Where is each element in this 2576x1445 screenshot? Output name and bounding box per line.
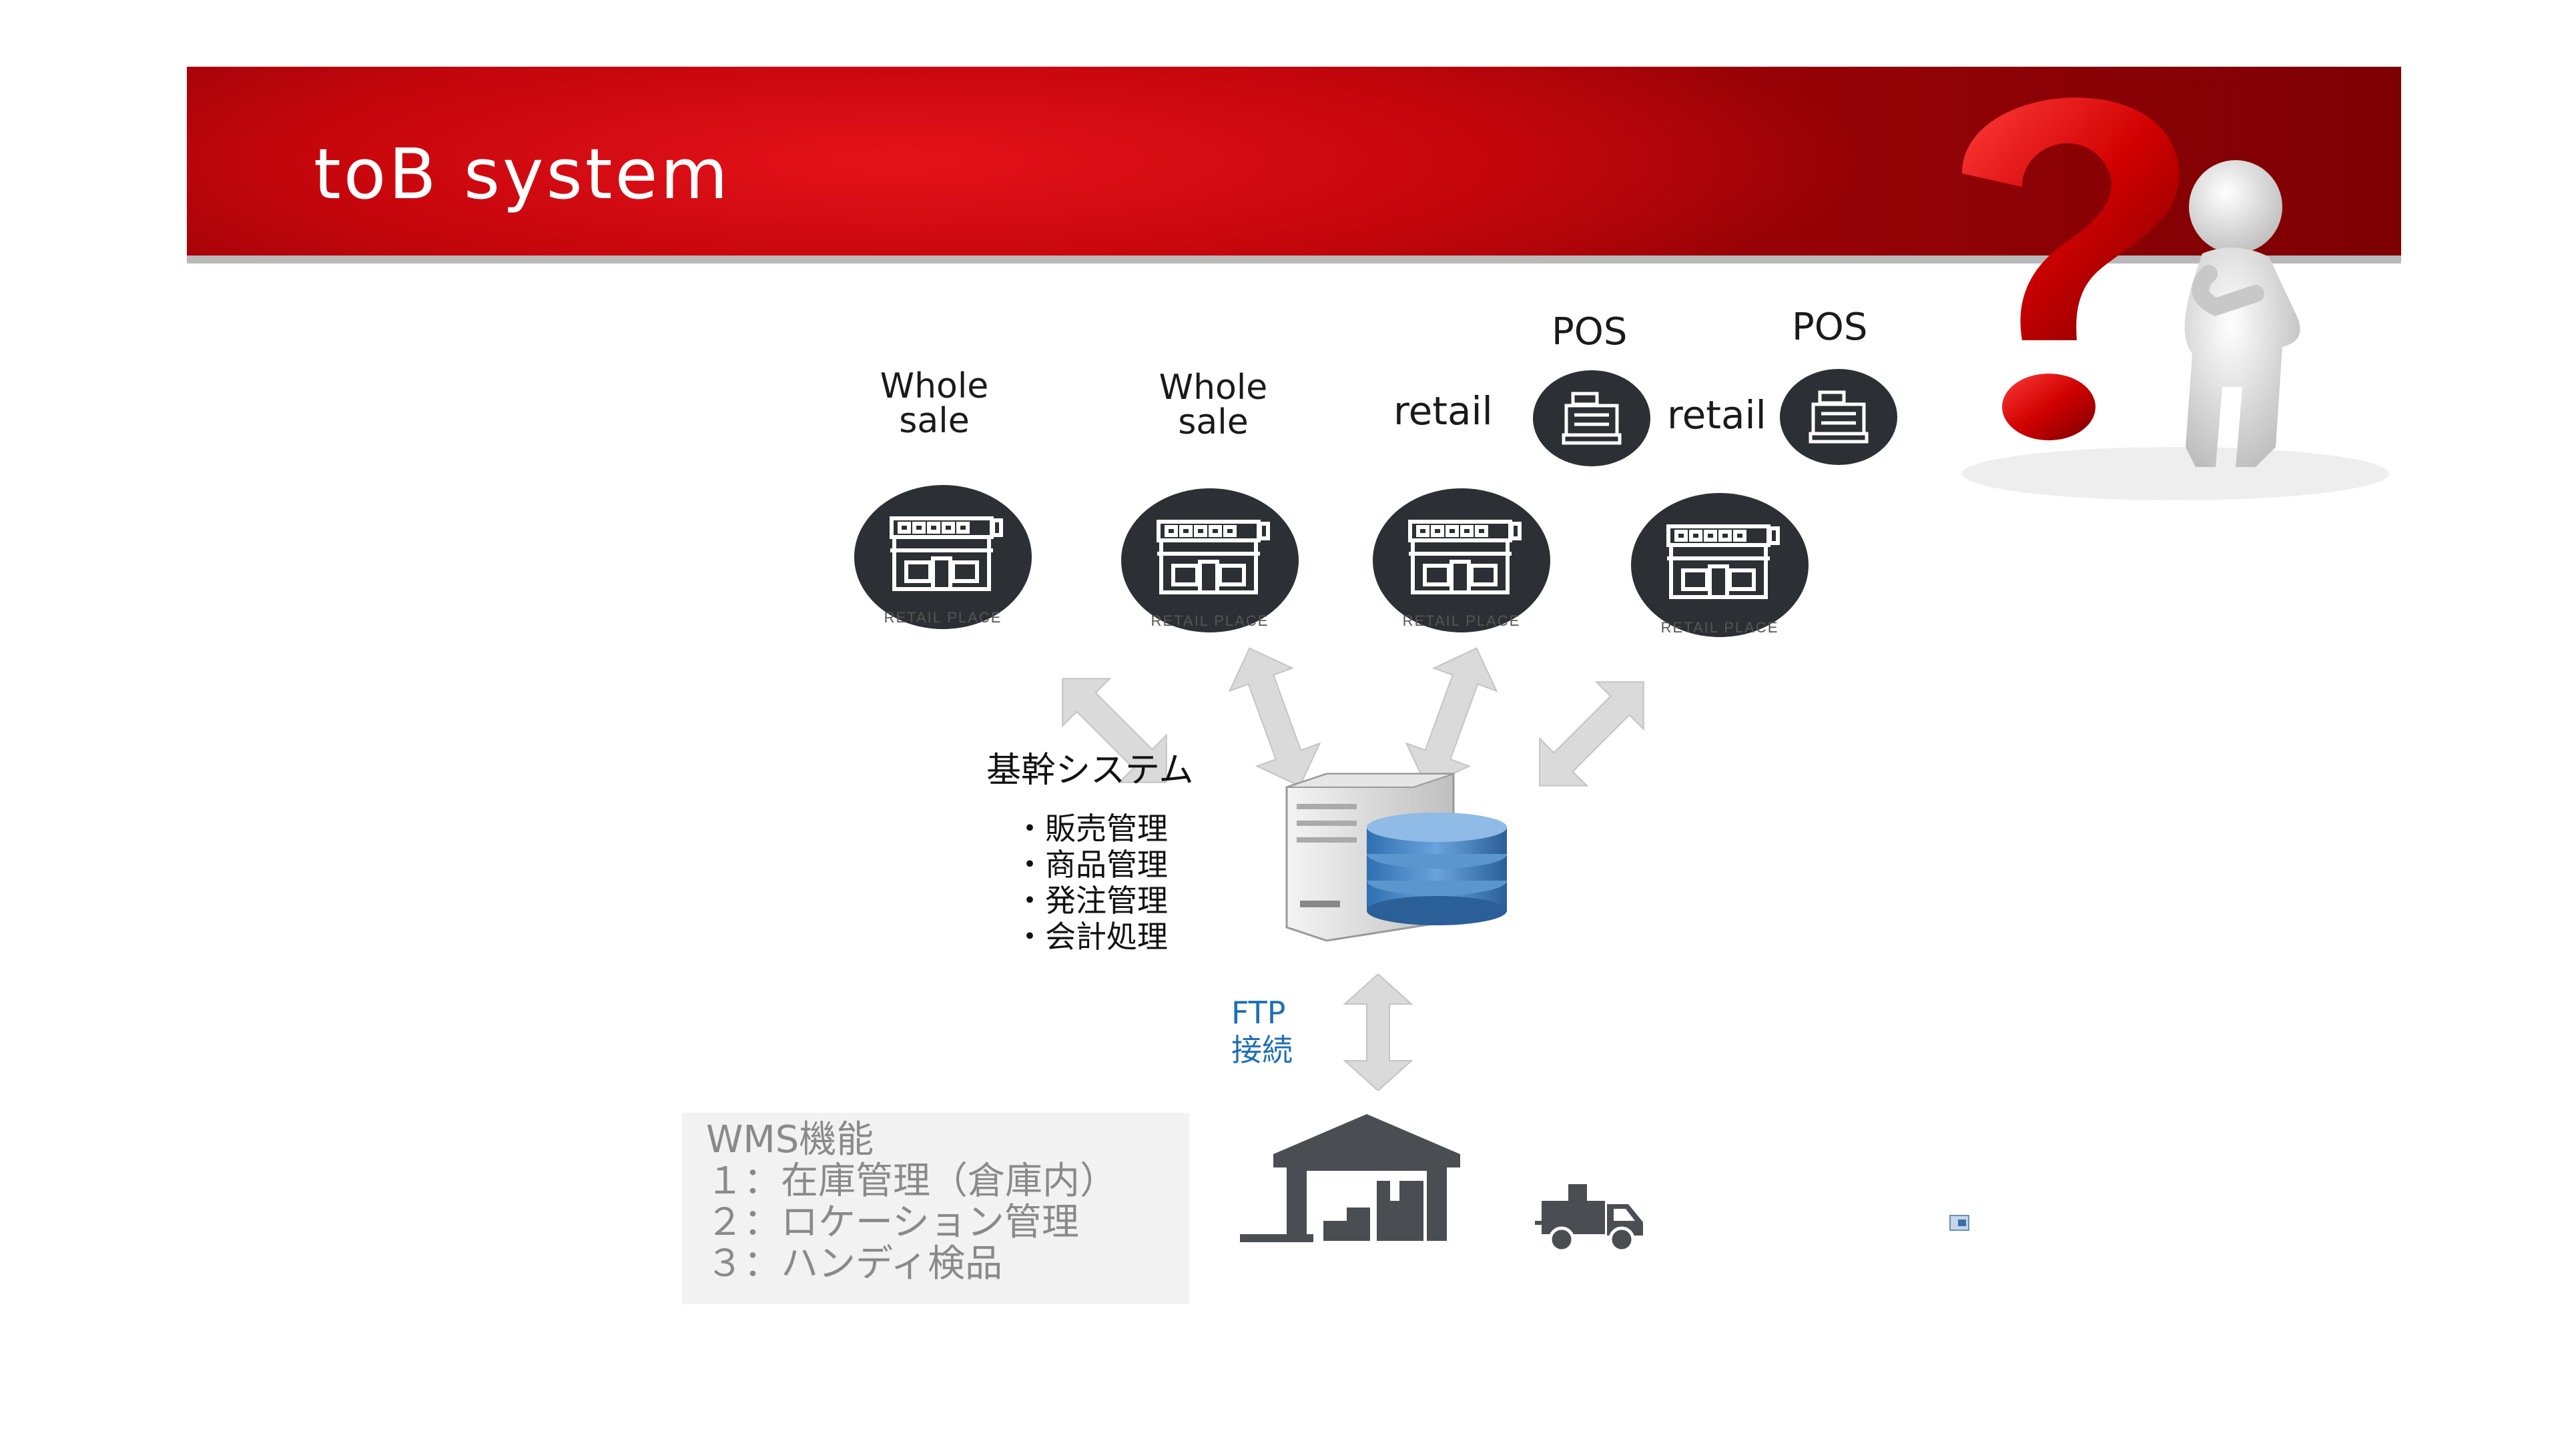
server-database-icon [1285, 773, 1507, 942]
wms-item: ２：ロケーション管理 [706, 1201, 1079, 1244]
store-icon [1373, 488, 1550, 632]
small-image-icon [1949, 1215, 1969, 1231]
wms-title: WMS機能 [706, 1118, 874, 1161]
bidirectional-arrow-icon [1539, 681, 1644, 787]
store-label-line: sale [1178, 402, 1249, 442]
pos-label-1: POS [1552, 310, 1628, 354]
title-banner: toB system [187, 67, 2401, 264]
store-label-line: sale [899, 401, 970, 441]
core-system-item: ・販売管理 [1014, 811, 1168, 847]
truck-icon [1535, 1184, 1643, 1253]
ftp-label-line: 接続 [1231, 1032, 1293, 1068]
wms-features-box: WMS機能 １：在庫管理（倉庫内） ２：ロケーション管理 ３：ハンディ検品 [682, 1113, 1189, 1304]
store-icon [1121, 488, 1299, 632]
store-caption: RETAIL PLACE [884, 609, 1002, 626]
store-label-wholesale-1: Whole sale [834, 369, 1034, 438]
store-label-line: Whole [1159, 368, 1268, 408]
store-label-line: Whole [880, 366, 989, 406]
cash-register-icon [1533, 370, 1650, 466]
ftp-connection-label: FTP 接続 [1231, 994, 1293, 1069]
store-label-retail-1: retail [1393, 388, 1493, 434]
bidirectional-arrow-icon [1062, 678, 1167, 783]
core-system-item: ・会計処理 [1014, 919, 1168, 955]
store-caption: RETAIL PLACE [1402, 612, 1521, 629]
core-system-title: 基幹システム [986, 751, 1194, 791]
wms-item: １：在庫管理（倉庫内） [706, 1159, 1117, 1203]
store-icon [1631, 493, 1809, 637]
core-system-item: ・発注管理 [1014, 883, 1168, 919]
vertical-bidirectional-arrow-icon [1343, 974, 1413, 1091]
cash-register-icon [1780, 369, 1897, 465]
pos-label-2: POS [1792, 306, 1868, 349]
store-label-retail-2: retail [1667, 392, 1766, 438]
store-caption: RETAIL PLACE [1151, 612, 1269, 629]
wms-item: ３：ハンディ検品 [706, 1242, 1003, 1286]
slide-title: toB system [314, 133, 731, 215]
store-label-wholesale-2: Whole sale [1113, 370, 1313, 440]
question-mark-person-icon [1962, 97, 2389, 500]
store-icon [854, 485, 1032, 629]
ftp-label-line: FTP [1231, 995, 1286, 1031]
store-caption: RETAIL PLACE [1660, 619, 1779, 636]
warehouse-icon [1240, 1114, 1460, 1242]
core-system-item: ・商品管理 [1014, 847, 1168, 883]
core-system-list: ・販売管理 ・商品管理 ・発注管理 ・会計処理 [1014, 811, 1168, 955]
